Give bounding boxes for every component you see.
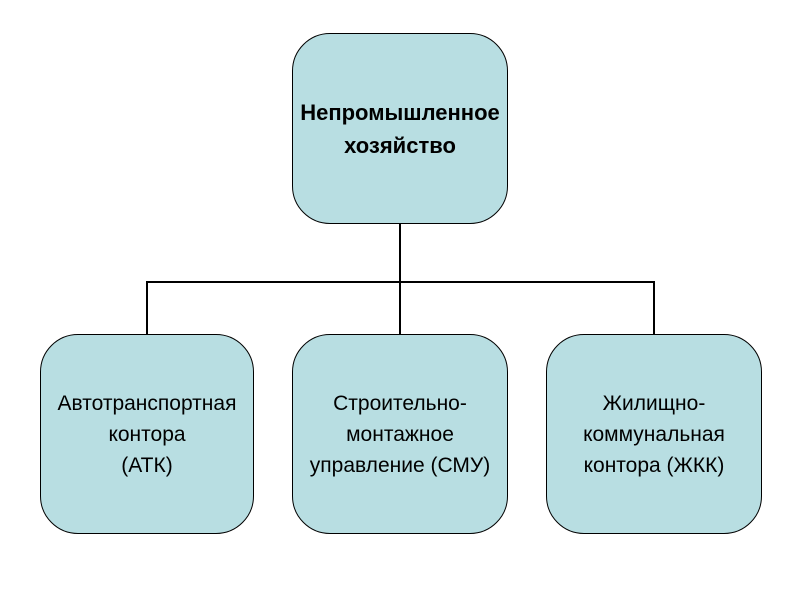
node-root-label-line-2: хозяйство	[344, 132, 456, 158]
node-zhkk-label-line-1: Жилищно-	[602, 391, 706, 415]
node-smu-label-line-1: Строительно-	[333, 391, 467, 415]
connector-drop-right	[653, 281, 655, 335]
node-atk: Автотранспортная контора (АТК)	[40, 334, 254, 534]
node-atk-label-line-2: контора	[108, 422, 186, 446]
node-zhkk-label-line-2: коммунальная	[583, 422, 725, 446]
node-zhkk-label-line-3: контора (ЖКК)	[583, 453, 725, 477]
node-atk-label-line-3: (АТК)	[121, 453, 173, 477]
node-root-label-line-1: Непромышленное	[300, 99, 500, 125]
node-root: Непромышленное хозяйство	[292, 33, 508, 224]
node-smu-label-line-2: монтажное	[346, 422, 454, 446]
connector-drop-left	[146, 281, 148, 335]
connector-root-stem	[399, 224, 401, 282]
node-smu-label-line-3: управление (СМУ)	[309, 453, 491, 477]
node-atk-label-line-1: Автотранспортная	[57, 391, 237, 415]
node-smu: Строительно- монтажное управление (СМУ)	[292, 334, 508, 534]
connector-drop-middle	[399, 282, 401, 335]
node-zhkk: Жилищно- коммунальная контора (ЖКК)	[546, 334, 762, 534]
